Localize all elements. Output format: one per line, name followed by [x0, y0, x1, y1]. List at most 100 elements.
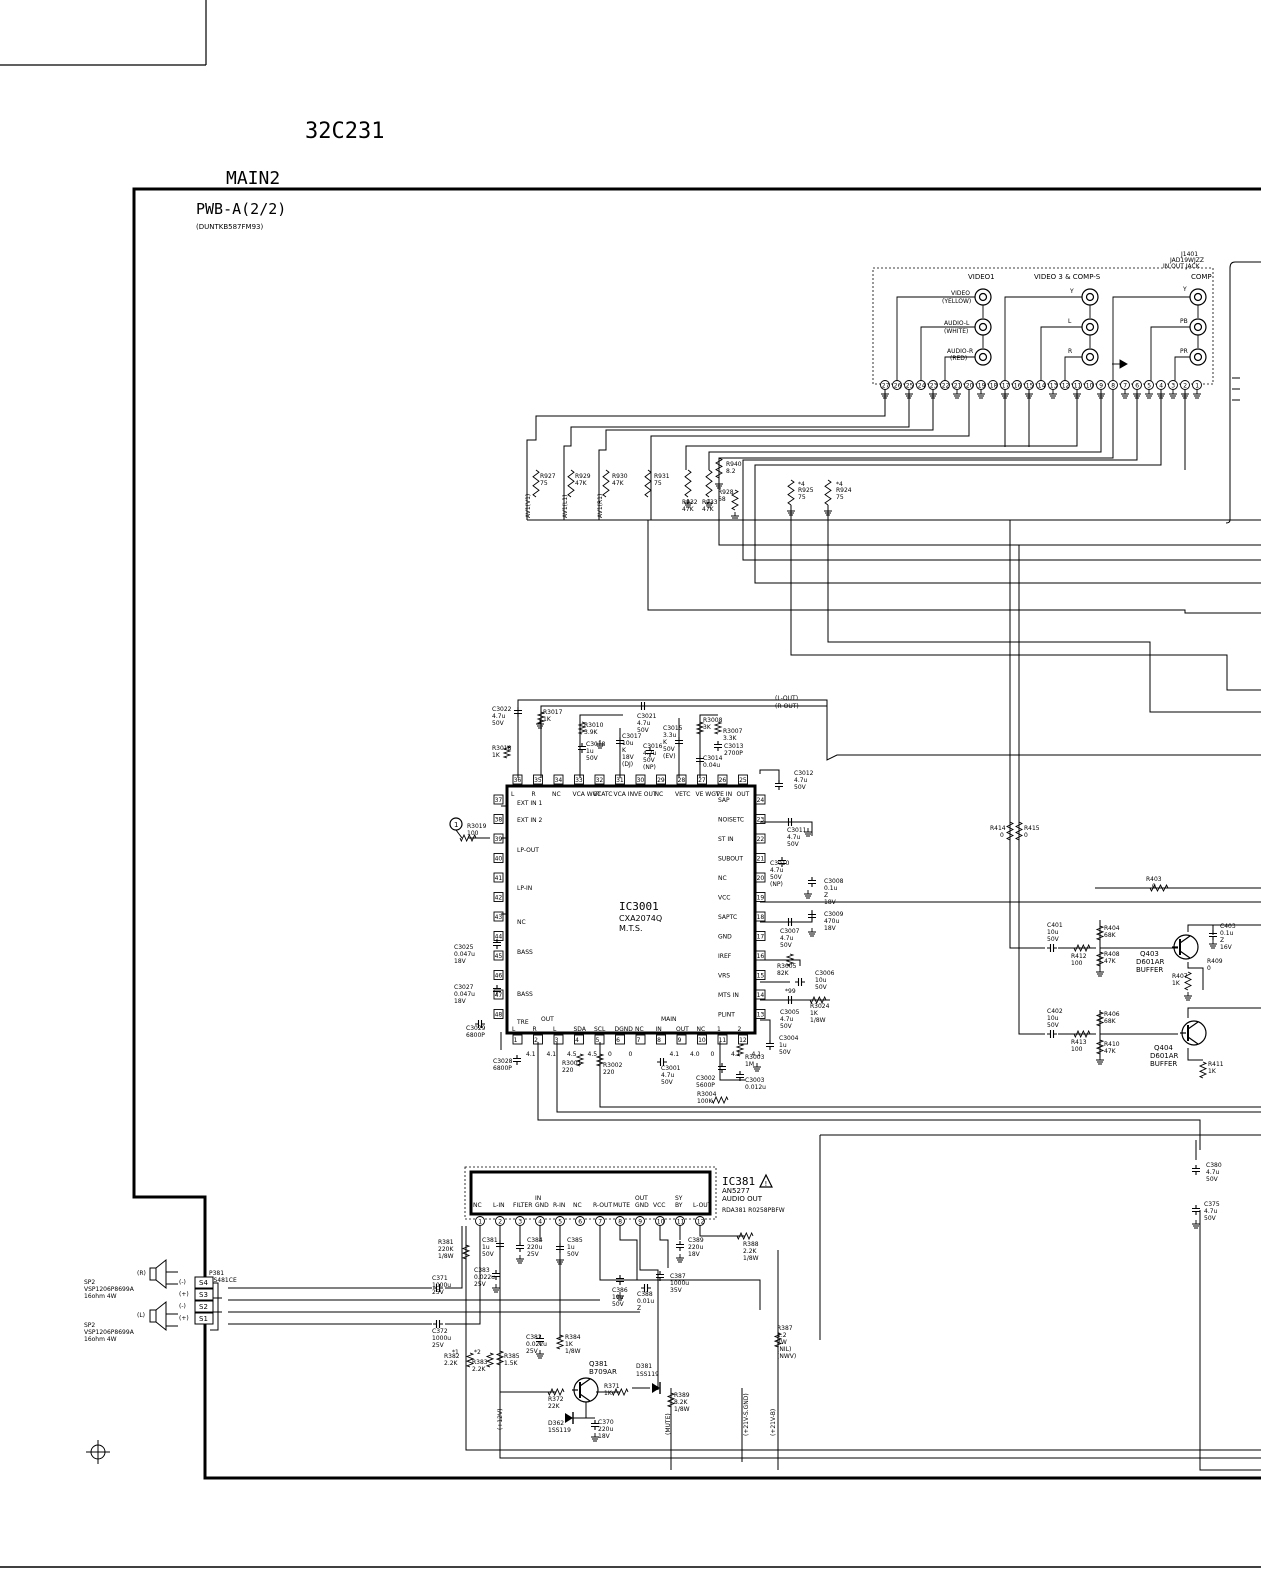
mts-component-ref: C3022	[492, 706, 512, 713]
audio-component-ref: C383	[474, 1267, 490, 1274]
resistor-symbol	[1183, 971, 1193, 991]
audio-component-value: 1u	[482, 1244, 490, 1251]
audio-component-value: 1/8W	[565, 1348, 581, 1355]
audio-component-value: 220u	[598, 1426, 613, 1433]
comp-y-label: Y	[1182, 286, 1187, 293]
transistor-q403	[1172, 934, 1199, 960]
board-title: PWB-A(2/2)	[196, 200, 286, 218]
jack-pin-number: 23	[930, 383, 938, 390]
resistor-symbol	[465, 1352, 475, 1368]
audio-component-ref: R372	[548, 1396, 564, 1403]
mts-component-ref: C3012	[794, 770, 814, 777]
c402-label: 10u	[1047, 1015, 1059, 1022]
ic381-func: AUDIO OUT	[722, 1195, 763, 1203]
ic381-block: IC381 ! AN5277 AUDIO OUT RDA381 R0258PBF…	[464, 1166, 785, 1226]
svg-text:1: 1	[454, 821, 458, 829]
ic-pin-number: 44	[495, 934, 503, 941]
jack-pin	[1108, 380, 1118, 390]
r412-label: 100	[1071, 960, 1083, 967]
mts-component-ref: C3002	[696, 1075, 716, 1082]
model-title: 32C231	[305, 119, 384, 144]
ic-pin	[615, 1034, 625, 1045]
ic-pin-number: 28	[678, 777, 686, 784]
av-net-label-r1: AV1(R1)	[597, 494, 604, 518]
ic-pin	[493, 931, 504, 941]
mts-component-ref: C3018	[586, 741, 606, 748]
ic-pin	[755, 833, 766, 844]
c402-label: C402	[1047, 1008, 1063, 1015]
ic-pin-number: 21	[757, 856, 765, 863]
ic-pin-number: 15	[757, 973, 765, 980]
av-wiring	[526, 390, 1261, 713]
rca-jack-video1-l	[974, 318, 992, 336]
ic-pin-voltage: 0	[608, 1051, 612, 1058]
capacitor-symbol	[616, 737, 624, 747]
jack-pin-number: 6	[1135, 383, 1139, 390]
jack-side-bracket	[1225, 261, 1261, 524]
ic-pin-voltage: 4.5	[588, 1051, 598, 1058]
mts-component-value: (NP)	[643, 764, 656, 771]
connector-pin-label: S4	[199, 1279, 208, 1287]
audio-component-value: 1.2	[777, 1332, 787, 1339]
mts-component-ref: C3001	[661, 1065, 681, 1072]
r414-value: 0	[1000, 832, 1004, 839]
mts-component-value: (DJ)	[622, 761, 633, 768]
mts-component-ref: C3010	[770, 860, 790, 867]
audio-component-value: 1/8W	[674, 1406, 690, 1413]
jack-name: IN OUT JACK	[1163, 263, 1201, 270]
mts-component-value: 50V	[661, 1079, 674, 1086]
speaker-r-spec: 16ohm 4W	[84, 1293, 117, 1300]
mts-component-ref: C3028	[493, 1058, 513, 1065]
mts-component-value: 82K	[777, 970, 790, 977]
mts-component-value: 50V	[787, 841, 800, 848]
av-resistor-value: 68	[718, 496, 726, 503]
audio-component-ref: R385	[504, 1353, 520, 1360]
ic-pin-number: 47	[495, 992, 503, 999]
audio-component-value: 4.7u	[1204, 1208, 1218, 1215]
ic-bottom-pin-label: SCL	[594, 1026, 606, 1033]
ic3001-ref: IC3001	[619, 900, 659, 913]
capacitor-symbol	[556, 1243, 564, 1253]
audio-component-value: 10u	[612, 1294, 624, 1301]
ic381-pin	[475, 1216, 485, 1226]
ic381-pin-number: 2	[498, 1219, 502, 1226]
capacitor-symbol	[616, 1275, 624, 1285]
mts-component-value: Z	[824, 892, 828, 899]
audio-component-value: 1SS119	[548, 1427, 571, 1434]
mts-component-ref: C3016	[643, 743, 663, 750]
av-resistor-ref: R933	[702, 499, 718, 506]
ic-pin-number: 19	[757, 895, 765, 902]
video-label: VIDEO	[951, 290, 970, 297]
mts-component-ref: C3006	[815, 970, 835, 977]
jack-pin-number: 9	[1099, 383, 1103, 390]
ground-symbol	[731, 512, 739, 521]
ic-pin-number: 33	[575, 777, 583, 784]
rca-jack-comp-y	[1189, 288, 1207, 306]
jack-pin-number: 25	[906, 383, 914, 390]
ic-top-pin-label: VCATC	[593, 791, 612, 798]
mts-component-ref: R3005	[777, 963, 797, 970]
av-note-star4a: *4	[798, 481, 805, 488]
ground-symbol	[1209, 940, 1217, 949]
connector-polarity: (+)	[179, 1315, 189, 1322]
audio-component-value: 220u	[527, 1244, 542, 1251]
jack-pin	[1096, 380, 1106, 390]
audio-component-value: 25V	[474, 1281, 487, 1288]
ground-symbol	[753, 1063, 761, 1072]
ic-pin	[656, 1034, 666, 1045]
capacitor-symbol	[778, 857, 786, 867]
rca-jack-video1-r	[974, 348, 992, 366]
ic-right-pin-label: NC	[718, 875, 727, 882]
ic-pin-voltage: 4.1	[670, 1051, 680, 1058]
ic-pin-number: 34	[555, 777, 563, 784]
mts-component-value: 1K	[543, 716, 552, 723]
mts-component-ref: C3021	[637, 713, 657, 720]
capacitor-symbol	[676, 1241, 684, 1251]
ic381-pin-number: 8	[618, 1219, 622, 1226]
ic3001-body	[505, 784, 757, 1035]
av-resistor-ref: R930	[612, 473, 628, 480]
ic-pin	[553, 1034, 564, 1045]
speaker-r-icon	[149, 1258, 178, 1290]
ic-pin-number: 42	[495, 895, 503, 902]
